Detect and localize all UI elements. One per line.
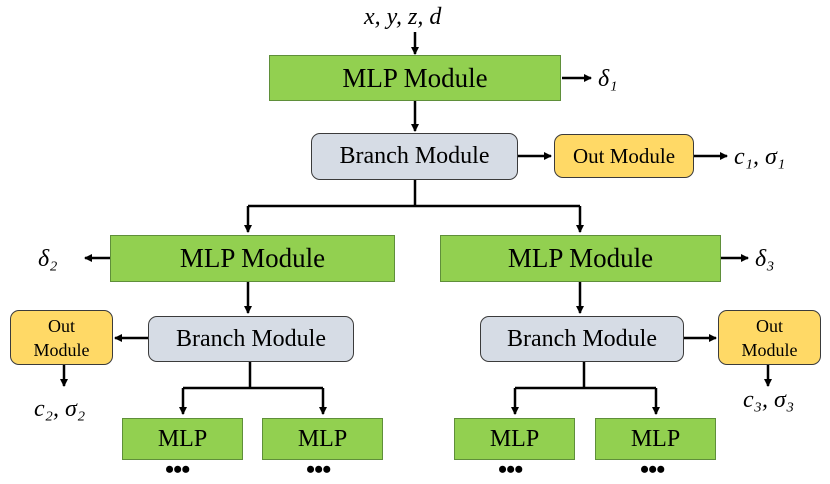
- output-c3-sigma3: c₃, σ₃: [743, 387, 795, 413]
- output-delta2: δ₂: [38, 246, 58, 272]
- mlp-module-top: MLP Module: [269, 55, 561, 101]
- input-variables: x, y, z, d: [364, 4, 442, 30]
- mlp-module-left: MLP Module: [110, 235, 395, 282]
- output-c1-sigma1: c₁, σ₁: [734, 144, 786, 170]
- mlp-leaf-2: MLP: [262, 418, 383, 460]
- ellipsis-3: •••: [498, 455, 523, 484]
- out-module-left: Out Module: [10, 310, 113, 365]
- ellipsis-2: •••: [306, 455, 331, 484]
- out-module-left-line2: Module: [33, 339, 90, 360]
- mlp-leaf-3: MLP: [454, 418, 575, 460]
- out-module-top: Out Module: [554, 134, 694, 178]
- out-module-right-line1: Out: [756, 315, 783, 336]
- out-module-right: Out Module: [718, 310, 821, 365]
- out-module-left-line1: Out: [48, 315, 75, 336]
- mlp-leaf-4: MLP: [595, 418, 716, 460]
- output-c2-sigma2: c₂, σ₂: [34, 396, 86, 422]
- ellipsis-4: •••: [640, 455, 665, 484]
- mlp-module-right: MLP Module: [440, 235, 721, 282]
- output-delta1: δ₁: [598, 66, 618, 92]
- branch-module-right: Branch Module: [480, 316, 684, 362]
- ellipsis-1: •••: [165, 455, 190, 484]
- branch-module-top: Branch Module: [311, 133, 518, 180]
- mlp-leaf-1: MLP: [122, 418, 243, 460]
- branch-module-left: Branch Module: [148, 316, 354, 362]
- output-delta3: δ₃: [755, 246, 775, 272]
- out-module-right-line2: Module: [741, 339, 798, 360]
